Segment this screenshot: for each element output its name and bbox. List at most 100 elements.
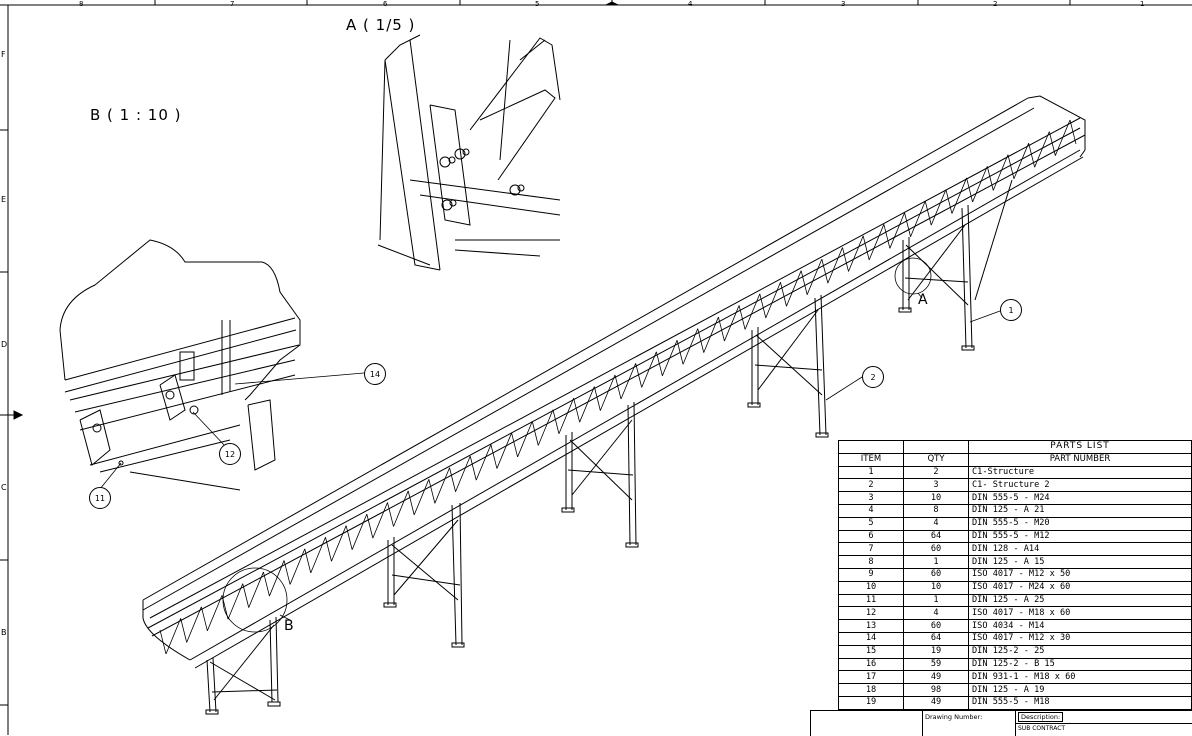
- truss-strut: [180, 618, 188, 643]
- column-header-item: ITEM: [838, 452, 904, 467]
- truss-strut: [469, 456, 477, 481]
- balloon-leaders: [99, 310, 1001, 490]
- cell-qty: 3: [903, 478, 969, 493]
- truss-diagonal: [517, 421, 533, 458]
- truss-diagonal: [269, 560, 285, 597]
- truss-strut: [676, 340, 684, 365]
- truss-strut: [531, 421, 539, 446]
- truss-strut: [449, 467, 456, 492]
- truss-diagonal: [579, 386, 595, 423]
- cell-part-number: DIN 555-5 - M24: [968, 491, 1192, 505]
- truss-strut: [366, 513, 374, 539]
- truss-strut: [614, 374, 622, 400]
- truss-diagonal: [661, 340, 678, 376]
- truss-diagonal: [930, 189, 947, 226]
- truss-strut: [697, 328, 705, 353]
- support-leg-4: [383, 502, 465, 648]
- truss-strut: [552, 409, 560, 434]
- parts-list-title: PARTS LIST: [968, 440, 1192, 454]
- cell-part-number: ISO 4017 - M12 x 50: [968, 567, 1192, 582]
- truss-strut: [821, 258, 829, 284]
- support-leg-1: [898, 179, 1013, 351]
- balloon-item-14: 14: [364, 363, 386, 385]
- truss-diagonal: [413, 479, 430, 516]
- truss-strut: [945, 189, 953, 214]
- cell-qty: 64: [903, 631, 969, 646]
- title-block-drawing-number: Drawing Number:: [923, 711, 1016, 736]
- truss-diagonal: [206, 595, 223, 631]
- truss-diagonal: [620, 363, 637, 400]
- truss-strut: [759, 293, 767, 318]
- truss-diagonal: [558, 398, 575, 434]
- parts-list-header-row: ITEM QTY PART NUMBER: [838, 452, 1192, 467]
- cell-item: 18: [838, 683, 904, 697]
- balloon-item-12: 12: [219, 443, 241, 465]
- cell-qty: 60: [903, 567, 969, 582]
- truss-diagonal: [310, 537, 326, 574]
- support-leg-3: [561, 401, 639, 548]
- column-header-part-number: PART NUMBER: [968, 452, 1192, 467]
- truss-diagonal: [848, 235, 864, 272]
- detail-a-circle: [894, 257, 932, 295]
- cell-qty: 10: [903, 491, 969, 505]
- truss-strut: [345, 525, 353, 550]
- truss-strut: [593, 386, 601, 411]
- cell-item: 5: [838, 516, 904, 531]
- truss-diagonal: [372, 502, 388, 539]
- cell-part-number: DIN 931-1 - M18 x 60: [968, 670, 1192, 685]
- truss-diagonal: [827, 247, 843, 284]
- cell-item: 13: [838, 619, 904, 633]
- detail-a-view: [377, 34, 561, 271]
- detail-a-title: A ( 1/5 ): [346, 16, 416, 34]
- truss-strut: [842, 247, 849, 272]
- truss-strut: [159, 629, 167, 655]
- detail-b-view: [59, 239, 301, 491]
- cell-qty: 49: [903, 695, 969, 710]
- cell-part-number: ISO 4034 - M14: [968, 619, 1192, 633]
- truss-strut: [428, 479, 436, 504]
- truss-diagonal: [744, 293, 761, 330]
- truss-diagonal: [765, 282, 781, 319]
- detail-b-circle: [222, 567, 288, 633]
- detail-b-title: B ( 1 : 10 ): [90, 106, 182, 124]
- truss-strut: [718, 316, 725, 342]
- truss-strut: [263, 571, 270, 597]
- sub-contract-label: SUB CONTRACT: [1018, 725, 1066, 732]
- cell-item: 19: [838, 695, 904, 710]
- column-header-qty: QTY: [903, 452, 969, 467]
- truss-strut: [573, 398, 581, 423]
- support-leg-5: [205, 616, 281, 715]
- zone-number-2: 2: [993, 0, 998, 8]
- zone-letter-e: E: [1, 195, 7, 204]
- truss-strut: [283, 560, 291, 585]
- cell-part-number: DIN 125 - A 25: [968, 593, 1192, 608]
- truss-strut: [635, 363, 643, 388]
- truss-diagonal: [868, 224, 885, 261]
- truss-diagonal: [786, 270, 802, 307]
- truss-strut: [200, 606, 208, 631]
- truss-diagonal: [165, 618, 182, 655]
- detail-b-tail: [279, 614, 291, 621]
- title-block: Drawing Number: Description: SUB CONTRAC…: [810, 710, 1192, 736]
- cell-item: 6: [838, 529, 904, 544]
- truss-strut: [1048, 131, 1056, 156]
- truss-strut: [800, 270, 808, 295]
- cell-qty: 64: [903, 529, 969, 544]
- zone-number-4: 4: [688, 0, 693, 8]
- cell-item: 1: [838, 465, 904, 480]
- cell-part-number: ISO 4017 - M18 x 60: [968, 606, 1192, 621]
